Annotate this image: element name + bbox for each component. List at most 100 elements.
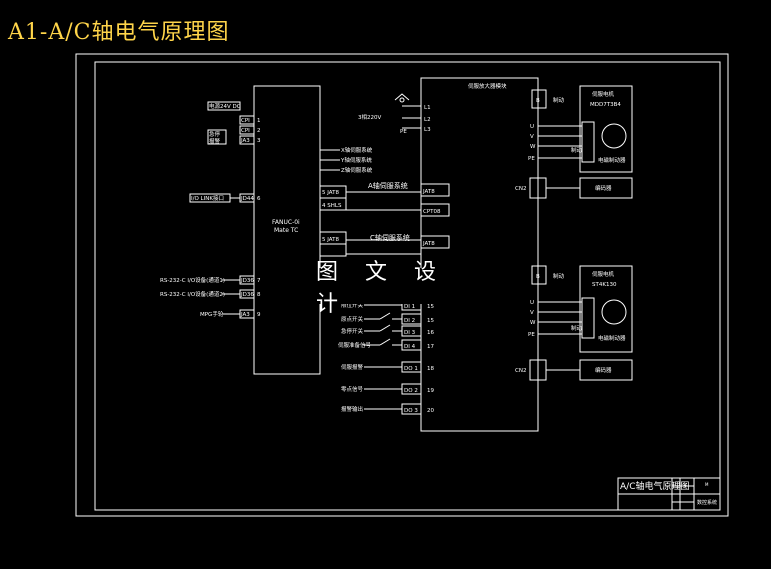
port-cpi-2: [239, 125, 255, 135]
svg-text:DO 2: DO 2: [404, 388, 418, 394]
svg-text:Y轴伺服系统: Y轴伺服系统: [340, 156, 372, 164]
svg-text:19: 19: [427, 388, 434, 394]
svg-text:DI 1: DI 1: [404, 304, 415, 310]
svg-text:L1: L1: [424, 105, 431, 111]
svg-text:CN2: CN2: [515, 186, 526, 192]
cnc-block: [253, 85, 321, 375]
svg-text:RS-232-C I/O设备(通道2): RS-232-C I/O设备(通道2): [160, 290, 225, 298]
svg-text:7: 7: [257, 278, 261, 284]
svg-text:报警输出: 报警输出: [341, 405, 363, 413]
port-ja3-3: [239, 135, 255, 145]
svg-text:零点信号: 零点信号: [341, 385, 364, 393]
svg-text:报警: 报警: [209, 137, 221, 145]
svg-text:U: U: [530, 124, 534, 130]
svg-text:ST4K130: ST4K130: [592, 282, 617, 288]
c-axis-jat8: [420, 235, 450, 249]
page-title: A1-A/C轴电气原理图: [8, 20, 230, 45]
svg-text:16: 16: [427, 330, 434, 336]
svg-text:CPT08: CPT08: [423, 209, 441, 215]
svg-text:MPG手轮: MPG手轮: [200, 310, 224, 318]
svg-text:PE: PE: [400, 129, 407, 135]
svg-text:原点开关: 原点开关: [341, 315, 364, 323]
svg-text:限位开关: 限位开关: [341, 301, 364, 309]
power-label-box: [207, 101, 241, 111]
svg-text:L3: L3: [424, 127, 431, 133]
svg-text:L2: L2: [424, 117, 431, 123]
svg-text:M: M: [705, 482, 709, 487]
svg-text:CPI: CPI: [241, 118, 250, 124]
power-label: 电源24V DC: [209, 102, 241, 110]
svg-text:编码器: 编码器: [595, 366, 612, 374]
svg-text:DI 3: DI 3: [404, 330, 416, 336]
svg-text:6: 6: [257, 196, 261, 202]
svg-text:U: U: [530, 300, 534, 306]
svg-text:制动: 制动: [553, 272, 565, 280]
svg-text:18: 18: [427, 366, 434, 372]
svg-text:8: 8: [257, 292, 261, 298]
svg-text:5 JAT8: 5 JAT8: [322, 190, 339, 196]
svg-text:JD36: JD36: [240, 292, 254, 298]
svg-text:急停开关: 急停开关: [341, 327, 364, 335]
svg-text:3相220V: 3相220V: [358, 113, 381, 121]
svg-text:DI 2: DI 2: [404, 318, 415, 324]
svg-text:15: 15: [427, 304, 434, 310]
svg-text:Mate TC: Mate TC: [274, 227, 298, 234]
svg-text:JAT8: JAT8: [422, 241, 435, 247]
svg-text:15: 15: [427, 318, 434, 324]
svg-text:CPI: CPI: [241, 128, 250, 134]
svg-text:17: 17: [427, 344, 434, 350]
svg-text:9: 9: [257, 312, 261, 318]
svg-text:DO 1: DO 1: [404, 366, 418, 372]
svg-text:5 JAT8: 5 JAT8: [322, 237, 339, 243]
svg-text:MDD7T3B4: MDD7T3B4: [590, 102, 621, 108]
svg-text:Z轴伺服系统: Z轴伺服系统: [341, 166, 373, 174]
port-cpi-1: [239, 115, 255, 125]
svg-text:伺服电机: 伺服电机: [592, 270, 615, 278]
amp-header: 伺服放大器模块: [468, 82, 507, 90]
motor-2-block: [579, 265, 633, 353]
svg-text:PE: PE: [528, 156, 535, 162]
watermark: 图 文 设 计: [316, 260, 468, 317]
svg-text:DO 3: DO 3: [404, 408, 418, 414]
svg-text:4 SHLS: 4 SHLS: [322, 203, 342, 209]
svg-text:3: 3: [257, 138, 261, 144]
svg-text:JAT8: JAT8: [422, 189, 435, 195]
svg-text:伺服电机: 伺服电机: [592, 90, 615, 98]
svg-text:JA3: JA3: [240, 138, 250, 144]
svg-text:电磁制动器: 电磁制动器: [598, 334, 626, 342]
cnc-name: FANUC-0i: [272, 219, 300, 226]
estop-label-box: [207, 129, 227, 145]
a-axis-label: A轴伺服系统: [368, 181, 408, 190]
svg-text:JA3: JA3: [240, 312, 250, 318]
svg-text:PE: PE: [528, 332, 535, 338]
svg-text:JD44: JD44: [240, 196, 254, 202]
svg-text:V: V: [530, 134, 534, 140]
a-axis-jat8: [420, 183, 450, 197]
svg-text:V: V: [530, 310, 534, 316]
svg-text:I/O LINK接口: I/O LINK接口: [191, 194, 224, 202]
svg-text:伺服报警: 伺服报警: [341, 363, 364, 371]
svg-text:电磁制动器: 电磁制动器: [598, 156, 626, 164]
svg-text:W: W: [530, 144, 536, 150]
svg-text:W: W: [530, 320, 536, 326]
svg-text:20: 20: [427, 408, 434, 414]
svg-text:制动: 制动: [571, 146, 583, 154]
outer-frame: [75, 53, 729, 517]
svg-text:制动: 制动: [571, 324, 583, 332]
svg-text:B: B: [536, 98, 540, 104]
svg-text:伺服准备信号: 伺服准备信号: [338, 341, 372, 349]
svg-text:编码器: 编码器: [595, 184, 612, 192]
svg-text:B: B: [536, 274, 540, 280]
svg-text:X轴伺服系统: X轴伺服系统: [341, 146, 373, 154]
title-block-name: A/C轴电气原理图: [620, 480, 689, 492]
svg-text:RS-232-C I/O设备(通道1): RS-232-C I/O设备(通道1): [160, 276, 225, 284]
svg-text:1: 1: [257, 118, 261, 124]
svg-text:CN2: CN2: [515, 368, 526, 374]
motor-1-block: [579, 85, 633, 173]
svg-text:DI 4: DI 4: [404, 344, 416, 350]
svg-text:急停: 急停: [209, 130, 221, 138]
svg-text:数控系统: 数控系统: [697, 499, 717, 506]
c-axis-label: C轴伺服系统: [370, 233, 410, 242]
svg-text:制动: 制动: [553, 96, 565, 104]
